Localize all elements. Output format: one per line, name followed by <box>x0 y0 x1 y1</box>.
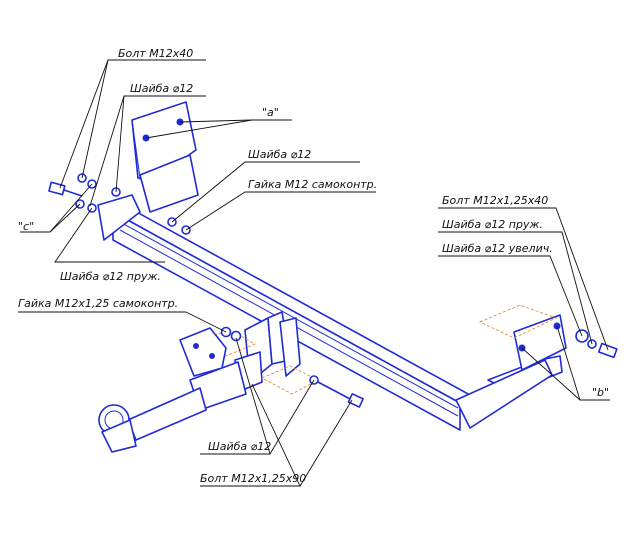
leader-lines <box>18 59 610 487</box>
fasteners-right <box>575 329 618 359</box>
label-washer-12-top: Шайба ⌀12 <box>130 82 193 95</box>
label-spring-washer-12-left: Шайба ⌀12 пруж. <box>60 270 161 283</box>
label-spring-washer-12-right: Шайба ⌀12 пруж. <box>442 218 543 231</box>
label-mark-a: "а" <box>262 106 279 119</box>
tow-ball-arm <box>98 327 247 453</box>
right-bracket <box>455 304 567 429</box>
label-enlarged-washer-12: Шайба ⌀12 увелич. <box>442 242 553 255</box>
label-bolt-m12x125x90: Болт М12х1,25х90 <box>200 472 306 485</box>
label-nut-m12x125-self-locking: Гайка М12х1,25 самоконтр. <box>18 297 178 310</box>
ball-mount-brackets <box>198 311 319 395</box>
fasteners-centre <box>220 326 364 408</box>
label-mark-b: "b" <box>592 386 609 399</box>
label-bolt-m12x125x40: Болт М12х1,25х40 <box>442 194 548 207</box>
cross-beam <box>112 203 471 431</box>
labels: Болт М12х40 Шайба ⌀12 "а" Шайба ⌀12 Гайк… <box>18 47 609 485</box>
label-mark-c: "с" <box>18 220 34 233</box>
towbar-drawing <box>48 101 618 453</box>
label-nut-m12-self-locking: Гайка М12 самоконтр. <box>248 178 377 191</box>
label-washer-12-bottom: Шайба ⌀12 <box>208 440 271 453</box>
label-washer-12-mid: Шайба ⌀12 <box>248 148 311 161</box>
label-bolt-m12x40: Болт М12х40 <box>118 47 193 60</box>
